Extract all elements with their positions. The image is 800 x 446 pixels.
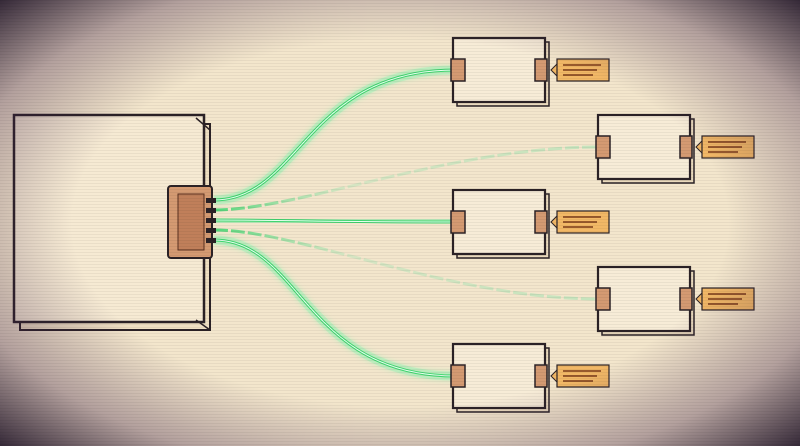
- hub-pin: [206, 198, 216, 203]
- node-output-port: [534, 58, 548, 82]
- node-frame: [596, 265, 692, 333]
- node-frame: [451, 188, 547, 256]
- hub-pin: [206, 238, 216, 243]
- node-input-port: [595, 135, 611, 159]
- node-output-port: [679, 287, 693, 311]
- node-input-port: [450, 364, 466, 388]
- node-input-port: [595, 287, 611, 311]
- hub-port-inner: [177, 193, 205, 251]
- node-output-port: [534, 364, 548, 388]
- node-input-port: [450, 58, 466, 82]
- hub-device: [12, 113, 216, 331]
- node-input-port: [450, 210, 466, 234]
- node-frame: [596, 113, 692, 181]
- hub-pin: [206, 228, 216, 233]
- node-output-port: [679, 135, 693, 159]
- node-output-port: [534, 210, 548, 234]
- node-frame: [451, 342, 547, 410]
- node-frame: [451, 36, 547, 104]
- hub-pin: [206, 218, 216, 223]
- hub-pin: [206, 208, 216, 213]
